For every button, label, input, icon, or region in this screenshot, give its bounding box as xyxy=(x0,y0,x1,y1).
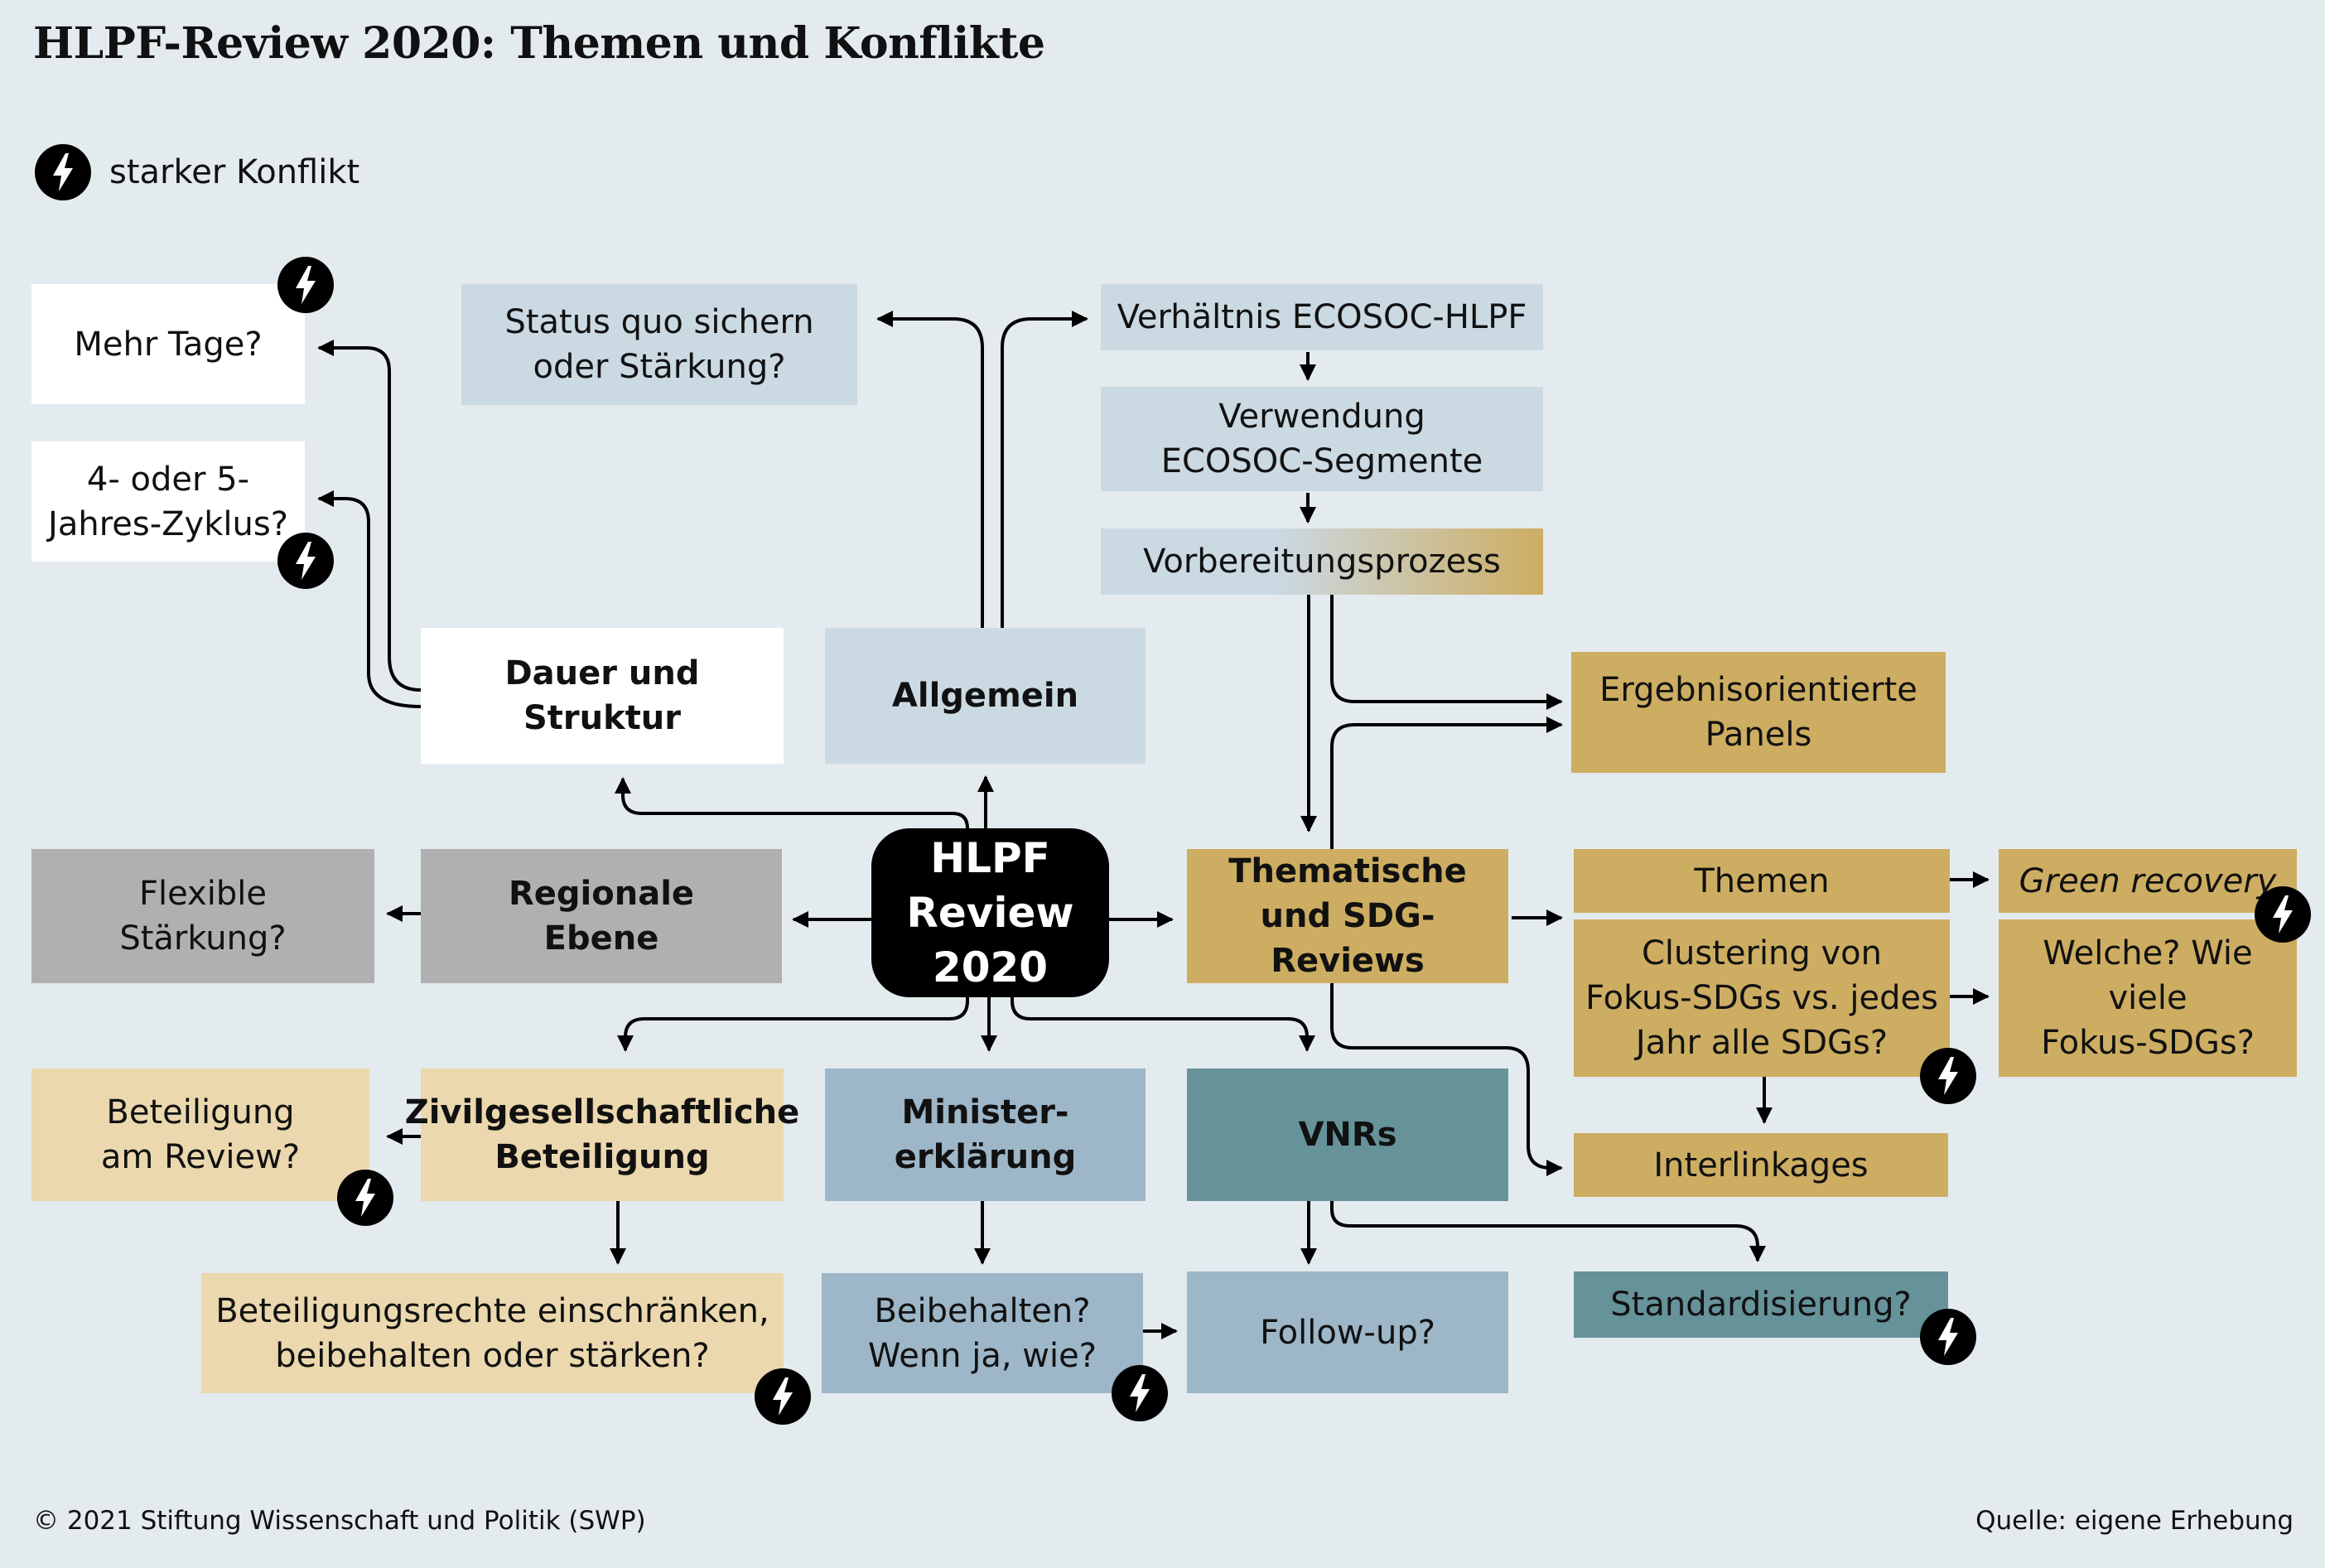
lightning-bolt-icon xyxy=(1920,1048,1976,1104)
topic-themen: Themen xyxy=(1574,849,1950,913)
topic-flexible-line1: Flexible xyxy=(139,875,267,913)
topic-status-quo-line1: Status quo sichern xyxy=(504,303,814,341)
category-dauer-line1: Dauer und xyxy=(504,654,700,692)
footer-copyright: © 2021 Stiftung Wissenschaft und Politik… xyxy=(33,1506,646,1536)
topic-status-quo-line2: oder Stärkung? xyxy=(533,348,786,386)
category-zivil-line1: Zivilgesellschaftliche xyxy=(404,1093,800,1131)
topic-panels-line2: Panels xyxy=(1705,716,1812,754)
category-regionale-line2: Ebene xyxy=(543,919,659,958)
category-thematische-line1: Thematische xyxy=(1228,852,1467,890)
category-allgemein: Allgemein xyxy=(825,628,1146,764)
category-dauer-line2: Struktur xyxy=(523,699,682,737)
topic-verwendung-line1: Verwendung xyxy=(1218,398,1425,436)
topic-clustering-line3: Jahr alle SDGs? xyxy=(1635,1024,1888,1062)
topic-follow-up-label: Follow-up? xyxy=(1260,1313,1435,1352)
lightning-bolt-icon xyxy=(2255,886,2311,943)
topic-panels-line1: Ergebnisorientierte xyxy=(1599,671,1917,709)
topic-flexible-line2: Stärkung? xyxy=(119,919,287,958)
category-regionale-line1: Regionale xyxy=(508,875,695,913)
topic-interlinkages-label: Interlinkages xyxy=(1653,1146,1869,1184)
lightning-bolt-icon xyxy=(337,1170,393,1226)
topic-themen-label: Themen xyxy=(1694,861,1830,900)
topic-mehr-tage: Mehr Tage? xyxy=(31,284,305,404)
topic-status-quo: Status quo sichern oder Stärkung? xyxy=(461,284,857,405)
topic-beibehalten: Beibehalten? Wenn ja, wie? xyxy=(822,1273,1143,1393)
topic-beibehalten-line1: Beibehalten? xyxy=(874,1291,1091,1330)
topic-beteiligungsrechte: Beteiligungsrechte einschränken, beibehal… xyxy=(201,1273,784,1393)
category-allgemein-label: Allgemein xyxy=(891,677,1079,715)
topic-ecosoc-hlpf-label: Verhältnis ECOSOC-HLPF xyxy=(1117,298,1527,336)
lightning-bolt-icon xyxy=(1112,1365,1168,1421)
legend-label: starker Konflikt xyxy=(109,153,360,191)
footer-source: Quelle: eigene Erhebung xyxy=(1975,1506,2294,1536)
lightning-bolt-icon xyxy=(1920,1309,1976,1365)
topic-clustering-line1: Clustering von xyxy=(1641,934,1883,972)
lightning-bolt-icon xyxy=(277,257,334,313)
center-line2: Review xyxy=(906,889,1074,937)
lightning-bolt-icon xyxy=(755,1368,811,1425)
topic-rechte-line2: beibehalten oder stärken? xyxy=(275,1336,710,1375)
topic-rechte-line1: Beteiligungsrechte einschränken, xyxy=(215,1291,769,1330)
topic-green-recovery: Green recovery xyxy=(1999,849,2297,913)
topic-ecosoc-hlpf: Verhältnis ECOSOC-HLPF xyxy=(1101,284,1543,350)
topic-mehr-tage-label: Mehr Tage? xyxy=(74,325,263,364)
diagram-title: HLPF-Review 2020: Themen und Konflikte xyxy=(33,18,1045,69)
topic-beteiligung-review: Beteiligung am Review? xyxy=(31,1069,369,1201)
topic-interlinkages: Interlinkages xyxy=(1574,1133,1948,1197)
topic-vorbereitungsprozess: Vorbereitungsprozess xyxy=(1101,528,1543,595)
category-thematische-line2: und SDG-Reviews xyxy=(1260,897,1435,980)
topic-beteiligung-line2: am Review? xyxy=(100,1138,301,1176)
topic-beibehalten-line2: Wenn ja, wie? xyxy=(868,1336,1097,1375)
category-minister-line2: erklärung xyxy=(894,1138,1077,1176)
category-thematische-reviews: Thematische und SDG-Reviews xyxy=(1187,849,1508,983)
topic-welche-line2: Fokus-SDGs? xyxy=(2041,1024,2255,1062)
category-ministererklaerung: Minister-erklärung xyxy=(825,1069,1146,1201)
legend: starker Konflikt xyxy=(35,144,359,200)
topic-follow-up: Follow-up? xyxy=(1187,1271,1508,1393)
center-line1: HLPF xyxy=(930,834,1050,882)
category-zivil-line2: Beteiligung xyxy=(494,1138,710,1176)
category-minister-line1: Minister- xyxy=(901,1093,1069,1131)
topic-zyklus-line2: Jahres-Zyklus? xyxy=(48,504,288,543)
topic-standardisierung-label: Standardisierung? xyxy=(1610,1286,1912,1324)
topic-beteiligung-line1: Beteiligung xyxy=(106,1093,295,1131)
topic-green-recovery-label: Green recovery xyxy=(2019,861,2277,900)
lightning-bolt-icon xyxy=(277,533,334,589)
topic-welche-line1: Welche? Wie viele xyxy=(2043,934,2253,1017)
lightning-bolt-icon xyxy=(35,144,91,200)
topic-zyklus: 4- oder 5- Jahres-Zyklus? xyxy=(31,441,305,562)
topic-zyklus-line1: 4- oder 5- xyxy=(86,460,250,499)
topic-verwendung-line2: ECOSOC-Segmente xyxy=(1160,442,1483,480)
center-hlpf-review: HLPF Review 2020 xyxy=(871,828,1109,997)
topic-clustering-line2: Fokus-SDGs vs. jedes xyxy=(1585,979,1938,1017)
topic-vorbereitungsprozess-label: Vorbereitungsprozess xyxy=(1143,543,1501,581)
category-vnrs: VNRs xyxy=(1187,1069,1508,1201)
topic-standardisierung: Standardisierung? xyxy=(1574,1271,1948,1338)
center-line3: 2020 xyxy=(932,943,1049,991)
category-vnrs-label: VNRs xyxy=(1298,1116,1397,1154)
